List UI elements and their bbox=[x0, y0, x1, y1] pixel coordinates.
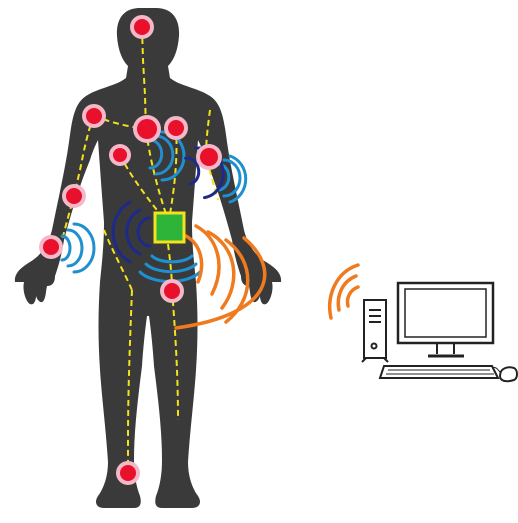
chest-sensor bbox=[133, 115, 161, 143]
computer-monitor bbox=[398, 283, 493, 356]
right-wrist-sensor bbox=[39, 235, 63, 259]
head-sensor bbox=[130, 15, 154, 39]
body-hub bbox=[155, 213, 184, 242]
desktop-computer bbox=[362, 283, 517, 381]
sternum-sensor bbox=[109, 144, 131, 166]
computer-tower bbox=[362, 300, 388, 362]
left-chest-sensor bbox=[164, 116, 188, 140]
wrist-wave-icon bbox=[62, 224, 94, 272]
right-shoulder-sensor bbox=[82, 104, 106, 128]
ankle-sensor bbox=[116, 461, 140, 485]
left-upper-arm-sensor bbox=[196, 144, 222, 170]
right-elbow-sensor bbox=[62, 184, 86, 208]
computer-signal-waves bbox=[330, 265, 358, 318]
computer-keyboard bbox=[380, 366, 498, 378]
hip-sensor bbox=[160, 279, 184, 303]
